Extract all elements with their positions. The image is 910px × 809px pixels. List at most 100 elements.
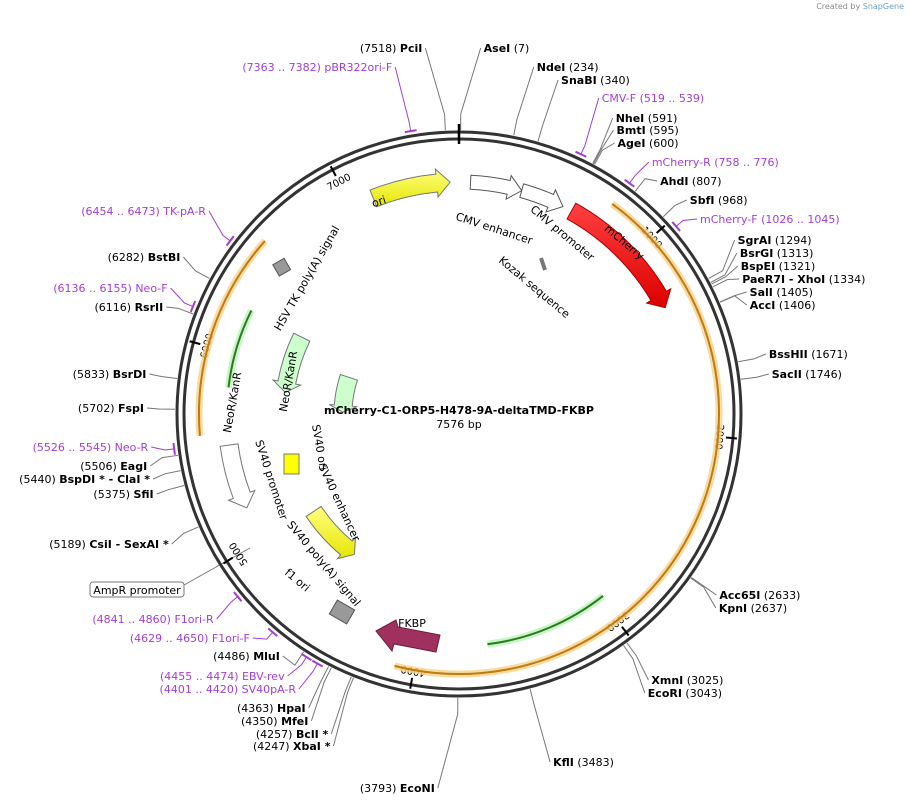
hsv-tk-polya-box [272, 257, 292, 277]
enzyme-label: SacII (1746) [772, 368, 842, 381]
ori-label: ori [370, 193, 388, 210]
neor-orf [198, 240, 266, 437]
primer-site [189, 300, 197, 313]
primer-label: CMV-F (519 .. 539) [602, 92, 704, 105]
primer-leader [287, 655, 308, 677]
enzyme-label: (4486) MluI [213, 650, 280, 663]
primer-label: mCherry-R (758 .. 776) [652, 156, 779, 169]
enzyme-leader [149, 454, 179, 467]
ampr-promoter-box [89, 581, 185, 598]
enzyme-label: NheI (591) [616, 112, 678, 125]
primer-label: (7363 .. 7382) pBR322ori-F [242, 61, 392, 74]
neor-arrow-inner [271, 332, 311, 394]
plasmid-name: mCherry-C1-ORP5-H478-9A-deltaTMD-FKBP [324, 404, 594, 417]
enzyme-leader [690, 577, 717, 609]
enzyme-label: BspEI (1321) [741, 260, 816, 273]
primer-leader [580, 97, 600, 156]
tick-label: 5000 [228, 540, 251, 567]
kozak-mark [539, 257, 547, 271]
neor-inner-arc [227, 309, 253, 388]
primer-label: mCherry-F (1026 .. 1045) [700, 213, 840, 226]
enzyme-label: (5506) EagI [80, 460, 147, 473]
enzyme-leader [282, 651, 305, 666]
primer-site [233, 591, 243, 602]
mcherry-fusion-orf [394, 203, 720, 675]
enzyme-label: (4247) XbaI * [253, 740, 331, 753]
cmv-enhancer-arrow [469, 174, 523, 201]
enzyme-leader [149, 373, 178, 380]
cmv-promoter-arrow [519, 183, 564, 213]
primer-label: (6454 .. 6473) TK-pA-R [81, 205, 206, 218]
enzyme-label: AseI (7) [484, 42, 530, 55]
enzyme-leader [712, 278, 740, 288]
enzyme-label: (5375) SfiI [93, 488, 153, 501]
enzyme-leader [710, 252, 738, 283]
enzyme-leader [708, 239, 736, 279]
enzyme-label: SalI (1405) [750, 286, 813, 299]
fkbp-region-arc-halo [486, 593, 606, 648]
enzyme-label: (7518) PciI [360, 42, 423, 55]
credit-prefix: Created by [816, 2, 861, 11]
enzyme-leader [738, 353, 767, 363]
primer-leader [628, 161, 650, 185]
primer-leader [216, 595, 239, 620]
tick-mark [329, 165, 337, 177]
enzyme-label: (4350) MfeI [241, 715, 308, 728]
enzyme-label: AhdI (807) [660, 175, 721, 188]
enzyme-leader [152, 470, 181, 480]
tick-label: 7000 [325, 172, 353, 193]
enzyme-label: (4363) HpaI [237, 702, 306, 715]
mcherry-fusion-orf-halo [393, 201, 723, 678]
enzyme-leader [592, 117, 614, 164]
mcherry-arrow [566, 202, 672, 309]
primer-label: (4841 .. 4860) F1ori-R [92, 613, 214, 626]
enzyme-leader [662, 199, 688, 218]
enzyme-label: SgrAI (1294) [738, 234, 812, 247]
ampr-promoter-label: AmpR promoter [93, 584, 181, 597]
enzyme-leader [634, 178, 658, 192]
tick-mark [655, 224, 666, 234]
primer-leader [208, 210, 232, 242]
enzyme-leader [513, 66, 535, 136]
f1-ori-arrow [305, 505, 357, 560]
primer-site [575, 150, 587, 158]
enzyme-leader [711, 265, 739, 285]
sv40-promoter-arrow [219, 443, 256, 509]
primer-site [624, 178, 635, 188]
enzyme-leader [594, 142, 615, 165]
enzyme-label: (6116) RsrII [95, 301, 164, 314]
enzyme-label: BssHII (1671) [769, 348, 848, 361]
enzyme-leader [593, 129, 614, 165]
primer-site [404, 129, 417, 134]
sv40-ori-box [283, 453, 300, 475]
enzyme-leader [166, 306, 194, 315]
enzyme-label: (4257) BclI * [256, 728, 329, 741]
enzyme-label: Acc65I (2633) [719, 589, 800, 602]
primer-label: (4629 .. 4650) F1ori-F [130, 632, 250, 645]
primer-leader [675, 218, 698, 228]
enzyme-leader [171, 526, 199, 545]
enzyme-leader [183, 256, 210, 279]
sv40-polya-box [328, 599, 356, 625]
enzyme-label: (5189) CsiI - SexAI * [49, 538, 169, 551]
snapgene-credit: Created by SnapGene [816, 2, 904, 11]
primer-site [311, 659, 324, 668]
enzyme-leader [529, 688, 551, 763]
enzyme-leader [310, 667, 332, 722]
enzyme-label: (5833) BsrDI [73, 368, 147, 381]
ampr-promoter-leader [183, 547, 251, 586]
enzyme-leader [740, 373, 769, 380]
enzyme-label: (5440) BspDI * - ClaI * [19, 473, 150, 486]
hsv-tk-label: HSV TK poly(A) signal [272, 223, 343, 333]
enzyme-label: XmnI (3025) [651, 674, 723, 687]
primer-site [267, 627, 278, 637]
primer-site [172, 442, 176, 455]
enzyme-leader [719, 295, 748, 306]
enzyme-label: NdeI (234) [537, 61, 599, 74]
enzyme-label: BsrGI (1313) [740, 247, 814, 260]
primer-site [671, 221, 681, 232]
enzyme-label: BmtI (595) [617, 124, 679, 137]
ori-arrow [369, 167, 451, 208]
enzyme-label: (5702) FspI [78, 402, 144, 415]
fkbp-arrow [375, 619, 441, 653]
